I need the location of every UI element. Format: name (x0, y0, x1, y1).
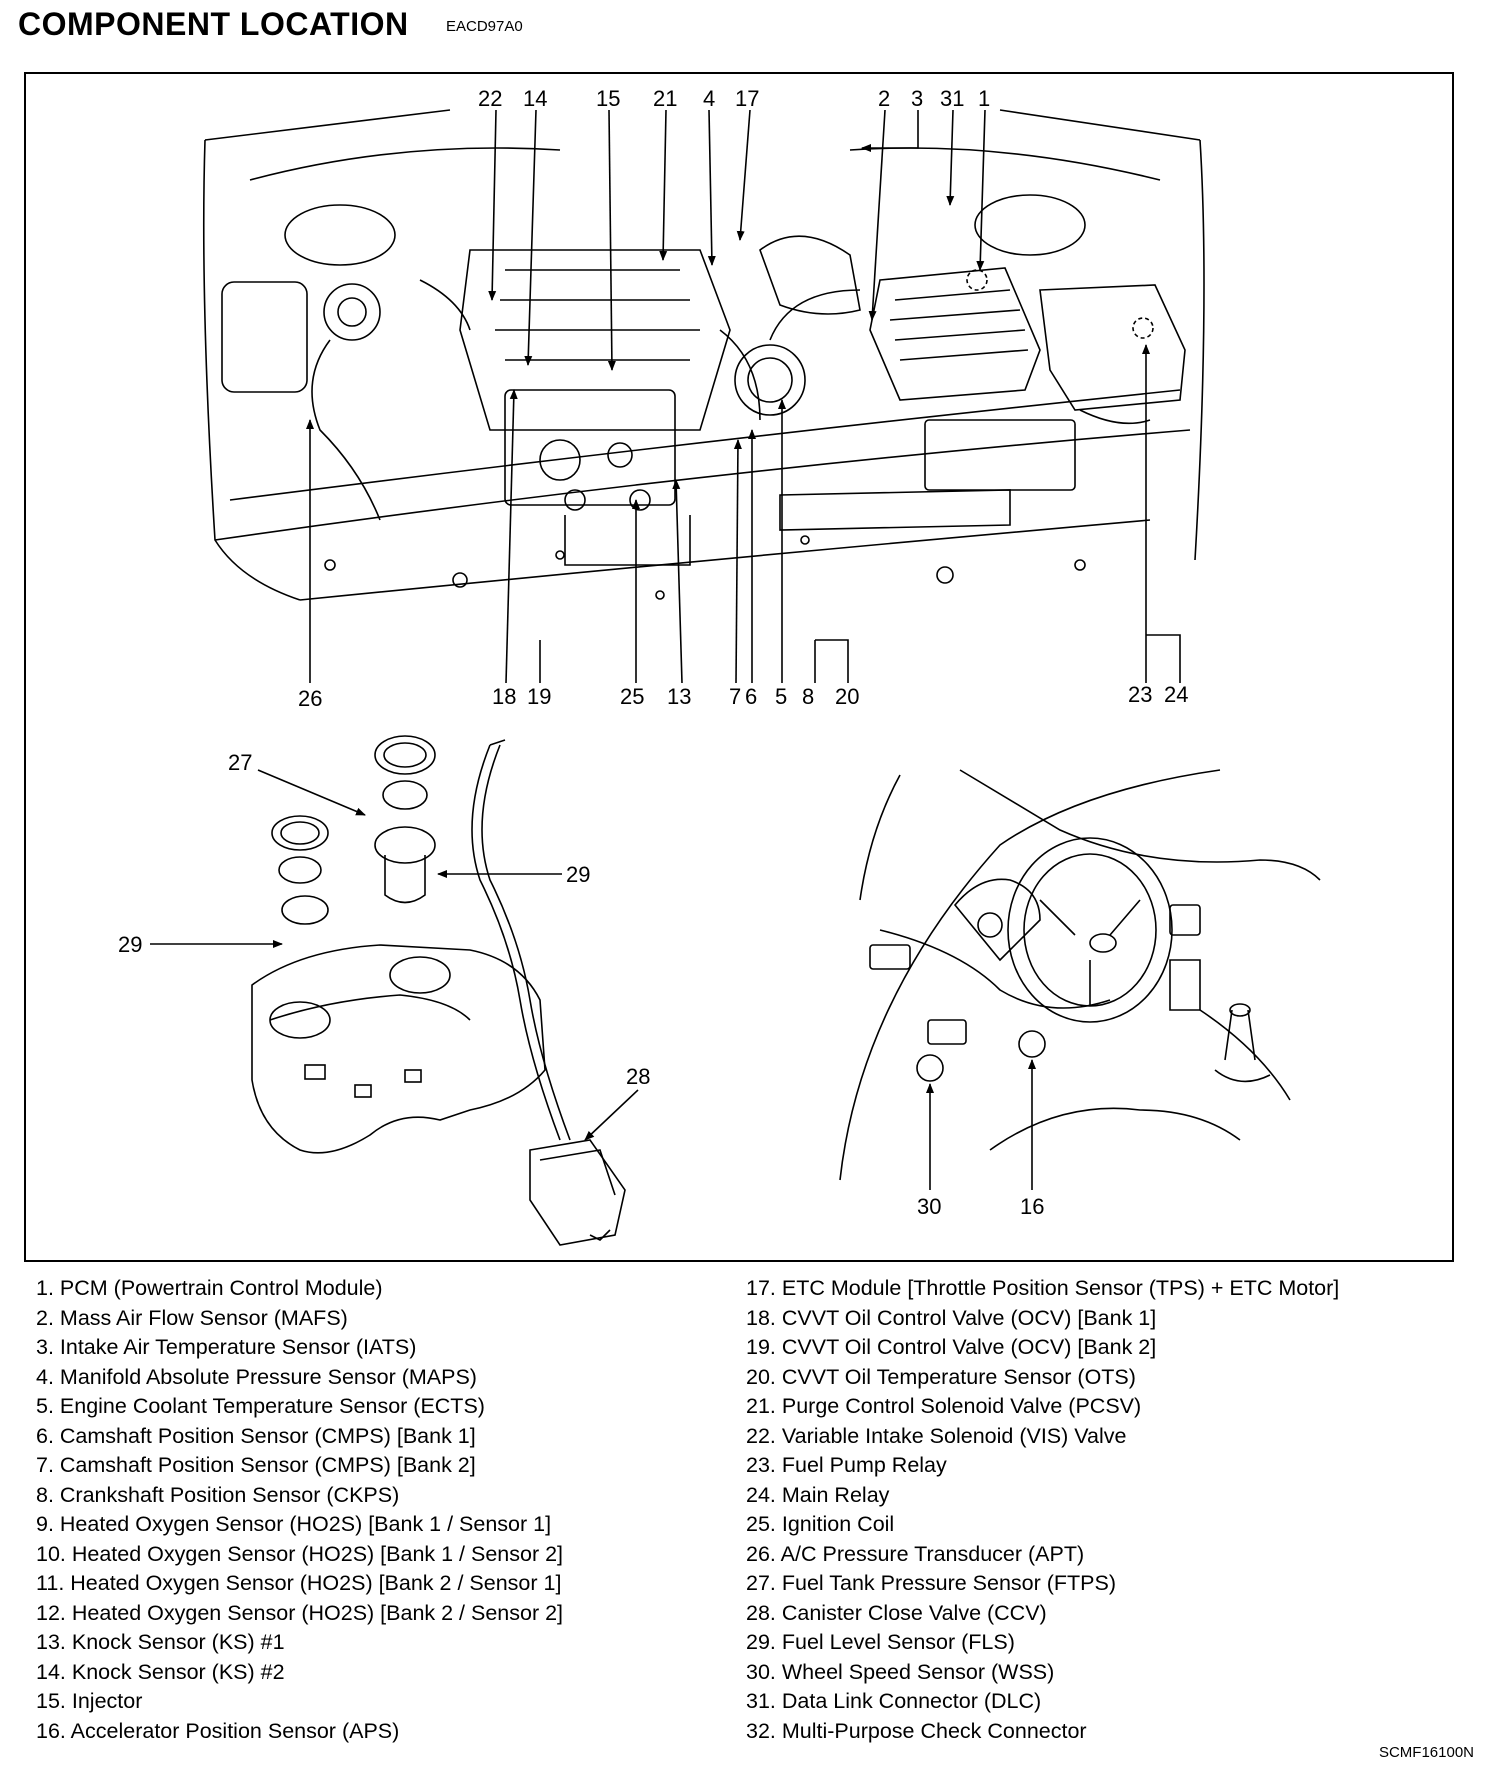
callout-18: 18 (492, 684, 517, 709)
page-title: COMPONENT LOCATION (18, 6, 409, 42)
callout-2: 2 (878, 86, 891, 111)
legend-item-30: 30. Wheel Speed Sensor (WSS) (746, 1659, 1055, 1684)
legend-item-29: 29. Fuel Level Sensor (FLS) (746, 1630, 1015, 1654)
legend-item-2: 2. Mass Air Flow Sensor (MAFS) (36, 1305, 348, 1330)
legend-item-28: 28. Canister Close Valve (CCV) (746, 1600, 1047, 1625)
legend-item-8: 8. Crankshaft Position Sensor (CKPS) (36, 1482, 400, 1507)
legend-right: 17. ETC Module [Throttle Position Sensor… (746, 1274, 1339, 1746)
legend-item-21: 21. Purge Control Solenoid Valve (PCSV) (746, 1394, 1142, 1418)
callout-30: 30 (917, 1194, 942, 1219)
callout-23: 23 (1128, 682, 1153, 707)
callout-1: 1 (978, 86, 991, 111)
document-code: EACD97A0 (446, 18, 523, 35)
legend-item-20: 20. CVVT Oil Temperature Sensor (OTS) (746, 1364, 1136, 1389)
legend-item-26: 26. A/C Pressure Transducer (APT) (746, 1541, 1085, 1566)
legend-item-3: 3. Intake Air Temperature Sensor (IATS) (36, 1335, 417, 1359)
legend-item-14: 14. Knock Sensor (KS) #2 (36, 1659, 285, 1684)
callout-28: 28 (626, 1064, 651, 1089)
legend-item-32: 32. Multi-Purpose Check Connector (746, 1718, 1087, 1743)
diagram-frame (24, 72, 1454, 1262)
callout-13: 13 (667, 684, 692, 709)
callout-17: 17 (735, 86, 760, 111)
legend-item-17: 17. ETC Module [Throttle Position Sensor… (746, 1276, 1340, 1300)
callout-5: 5 (775, 684, 788, 709)
legend-item-5: 5. Engine Coolant Temperature Sensor (EC… (36, 1394, 485, 1418)
legend-item-10: 10. Heated Oxygen Sensor (HO2S) [Bank 1 … (36, 1541, 564, 1566)
legend-item-31: 31. Data Link Connector (DLC) (746, 1689, 1042, 1713)
callout-27: 27 (228, 750, 253, 775)
legend-item-12: 12. Heated Oxygen Sensor (HO2S) [Bank 2 … (36, 1600, 564, 1625)
legend-item-1: 1. PCM (Powertrain Control Module) (36, 1276, 383, 1300)
legend-item-7: 7. Camshaft Position Sensor (CMPS) [Bank… (36, 1453, 476, 1477)
callout-20: 20 (835, 684, 860, 709)
callout-15: 15 (596, 86, 621, 111)
legend-item-6: 6. Camshaft Position Sensor (CMPS) [Bank… (36, 1423, 476, 1448)
callout-3: 3 (911, 86, 924, 111)
callout-8: 8 (802, 684, 815, 709)
legend-item-19: 19. CVVT Oil Control Valve (OCV) [Bank 2… (746, 1335, 1157, 1359)
footer-code: SCMF16100N (1378, 1744, 1474, 1761)
callout-24: 24 (1164, 682, 1189, 707)
callout-7: 7 (729, 684, 742, 709)
legend-item-9: 9. Heated Oxygen Sensor (HO2S) [Bank 1 /… (36, 1512, 552, 1536)
legend-item-24: 24. Main Relay (746, 1482, 890, 1507)
legend-item-13: 13. Knock Sensor (KS) #1 (36, 1630, 285, 1654)
legend-item-18: 18. CVVT Oil Control Valve (OCV) [Bank 1… (746, 1305, 1157, 1330)
callout-6: 6 (745, 684, 758, 709)
legend-item-16: 16. Accelerator Position Sensor (APS) (36, 1718, 400, 1743)
callout-16: 16 (1020, 1194, 1045, 1219)
legend-item-4: 4. Manifold Absolute Pressure Sensor (MA… (36, 1364, 477, 1389)
legend-item-23: 23. Fuel Pump Relay (746, 1453, 947, 1477)
callout-29-right: 29 (566, 862, 591, 887)
legend-left: 1. PCM (Powertrain Control Module) 2. Ma… (36, 1274, 563, 1746)
legend-item-15: 15. Injector (36, 1689, 143, 1713)
legend-item-27: 27. Fuel Tank Pressure Sensor (FTPS) (746, 1571, 1117, 1595)
callout-21: 21 (653, 86, 678, 111)
legend-item-11: 11. Heated Oxygen Sensor (HO2S) [Bank 2 … (36, 1571, 562, 1595)
callout-26: 26 (298, 686, 323, 711)
callout-29-left: 29 (118, 932, 143, 957)
callout-25: 25 (620, 684, 645, 709)
callout-22: 22 (478, 86, 503, 111)
callout-4: 4 (703, 86, 716, 111)
callout-14: 14 (523, 86, 548, 111)
callout-31: 31 (940, 86, 965, 111)
legend-item-22: 22. Variable Intake Solenoid (VIS) Valve (746, 1423, 1127, 1448)
callout-19: 19 (527, 684, 552, 709)
legend-item-25: 25. Ignition Coil (746, 1512, 895, 1536)
